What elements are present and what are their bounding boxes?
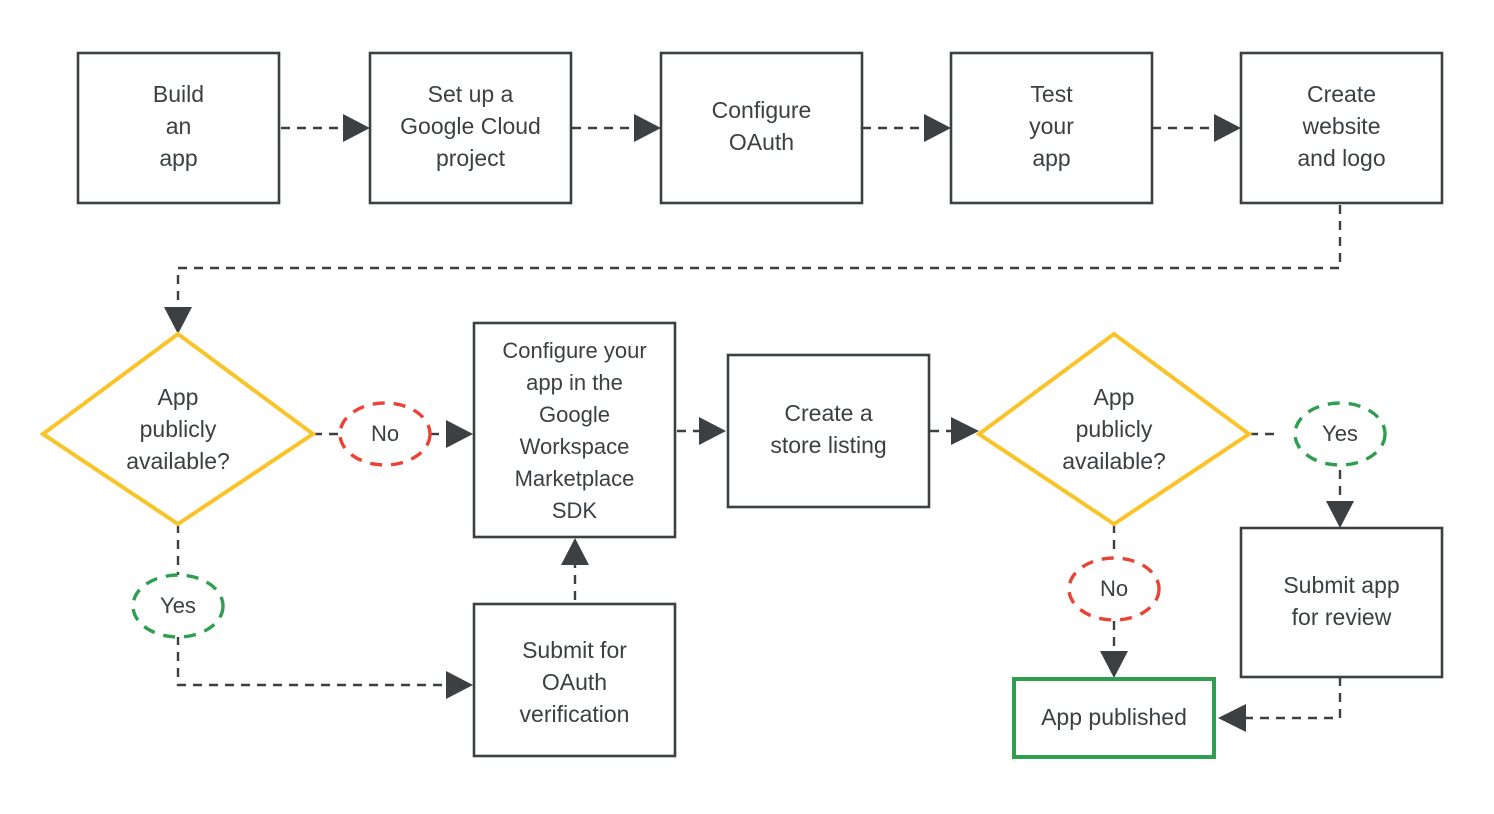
arrowhead-icon (561, 538, 589, 565)
arrowhead-icon (1218, 704, 1246, 732)
edge-review-to-published (1218, 677, 1342, 732)
decision-label-line2: publicly (1076, 416, 1153, 442)
node-box (472, 602, 677, 758)
edge-store-listing-to-decision-right (930, 417, 979, 445)
node-label-line2: OAuth (729, 129, 794, 155)
node-label-line1: Configure (712, 97, 812, 123)
yes-pill-label: Yes (160, 593, 196, 618)
node-box (368, 51, 573, 205)
edge-label-no-left: No (338, 401, 432, 467)
arrowhead-icon (634, 114, 661, 142)
node-label-line2: website (1302, 113, 1381, 139)
node-set-up-google-cloud-project[interactable]: Set up a Google Cloud project (368, 51, 573, 205)
decision-label-line1: App (1094, 384, 1135, 410)
node-build-an-app[interactable]: Build an app (76, 51, 281, 205)
edge-decision-left-yes (176, 524, 473, 699)
no-pill-shape (338, 401, 432, 467)
node-box (76, 51, 281, 205)
edge-test-to-website (1152, 114, 1241, 142)
node-create-store-listing[interactable]: Create a store listing (726, 353, 931, 509)
arrowhead-icon (1214, 114, 1241, 142)
node-label-line6: SDK (552, 498, 598, 523)
decision-app-publicly-available-left[interactable]: App publicly available? (39, 331, 317, 527)
node-label-line2: OAuth (542, 669, 607, 695)
node-submit-app-for-review[interactable]: Submit app for review (1239, 526, 1444, 679)
node-label-line1: Submit app (1283, 572, 1399, 598)
node-label-line3: verification (520, 701, 630, 727)
edge-project-to-oauth (572, 114, 661, 142)
arrowhead-icon (924, 114, 951, 142)
edge-build-to-project (281, 114, 370, 142)
arrowhead-icon (343, 114, 370, 142)
node-label-line4: Workspace (520, 434, 630, 459)
node-label-line1: Create (1307, 81, 1376, 107)
edge-oauth-verification-to-sdk (561, 538, 589, 632)
node-label-line5: Marketplace (515, 466, 635, 491)
yes-pill-shape (1293, 401, 1387, 467)
edge-decision-right-no (1100, 524, 1128, 678)
node-box (726, 353, 931, 509)
node-label-line2: app in the (526, 370, 623, 395)
node-label-line1: Build (153, 81, 204, 107)
node-configure-oauth[interactable]: Configure OAuth (659, 51, 864, 205)
node-box (1239, 51, 1444, 205)
decision-label-line2: publicly (140, 416, 217, 442)
node-label-line1: App published (1041, 704, 1187, 730)
node-create-website-and-logo[interactable]: Create website and logo (1239, 51, 1444, 205)
yes-pill-label: Yes (1322, 421, 1358, 446)
edge-label-yes-right: Yes (1293, 401, 1387, 467)
no-pill-label: No (371, 421, 399, 446)
node-label-line2: for review (1292, 604, 1392, 630)
edge-oauth-to-test (862, 114, 951, 142)
node-label-line3: and logo (1297, 145, 1385, 171)
arrowhead-icon (446, 671, 473, 699)
node-box (1239, 526, 1444, 679)
node-app-published[interactable]: App published (1012, 677, 1216, 759)
node-submit-for-oauth-verification[interactable]: Submit for OAuth verification (472, 602, 677, 758)
node-label-line1: Submit for (522, 637, 627, 663)
arrowhead-icon (446, 420, 473, 448)
node-label-line1: Configure your (502, 338, 646, 363)
edge-decision-right-yes (1249, 432, 1354, 528)
decision-app-publicly-available-right[interactable]: App publicly available? (975, 331, 1253, 527)
arrowhead-icon (951, 417, 979, 445)
decision-diamond (975, 331, 1253, 527)
node-label-line2: store listing (770, 432, 886, 458)
node-label-line2: your (1029, 113, 1074, 139)
node-label-line3: Google (539, 402, 610, 427)
node-label-line1: Test (1030, 81, 1073, 107)
node-label-line1: Create a (784, 400, 872, 426)
node-label-line2: Google Cloud (400, 113, 541, 139)
decision-diamond (39, 331, 317, 527)
node-label-line2: an (166, 113, 192, 139)
node-box (1012, 677, 1216, 759)
node-label-line3: project (436, 145, 506, 171)
node-box (949, 51, 1154, 205)
arrowhead-icon (1100, 651, 1128, 678)
node-test-your-app[interactable]: Test your app (949, 51, 1154, 205)
node-label-line1: Set up a (428, 81, 514, 107)
no-pill-label: No (1100, 576, 1128, 601)
no-pill-shape (1067, 556, 1161, 622)
arrowhead-icon (1326, 501, 1354, 528)
node-label-line3: app (1032, 145, 1070, 171)
edge-website-to-decision-left (164, 205, 1342, 334)
arrowhead-icon (164, 307, 192, 334)
edge-decision-left-no (313, 420, 473, 448)
arrowhead-icon (699, 417, 726, 445)
edge-label-no-right: No (1067, 556, 1161, 622)
decision-label-line3: available? (126, 448, 230, 474)
yes-pill-shape (131, 573, 225, 639)
node-box (472, 321, 677, 539)
node-box (659, 51, 864, 205)
decision-label-line1: App (158, 384, 199, 410)
decision-label-line3: available? (1062, 448, 1166, 474)
node-configure-app-marketplace-sdk[interactable]: Configure your app in the Google Workspa… (472, 321, 677, 539)
node-label-line3: app (159, 145, 197, 171)
edge-sdk-to-store-listing (677, 417, 726, 445)
edge-label-yes-left: Yes (131, 573, 225, 639)
